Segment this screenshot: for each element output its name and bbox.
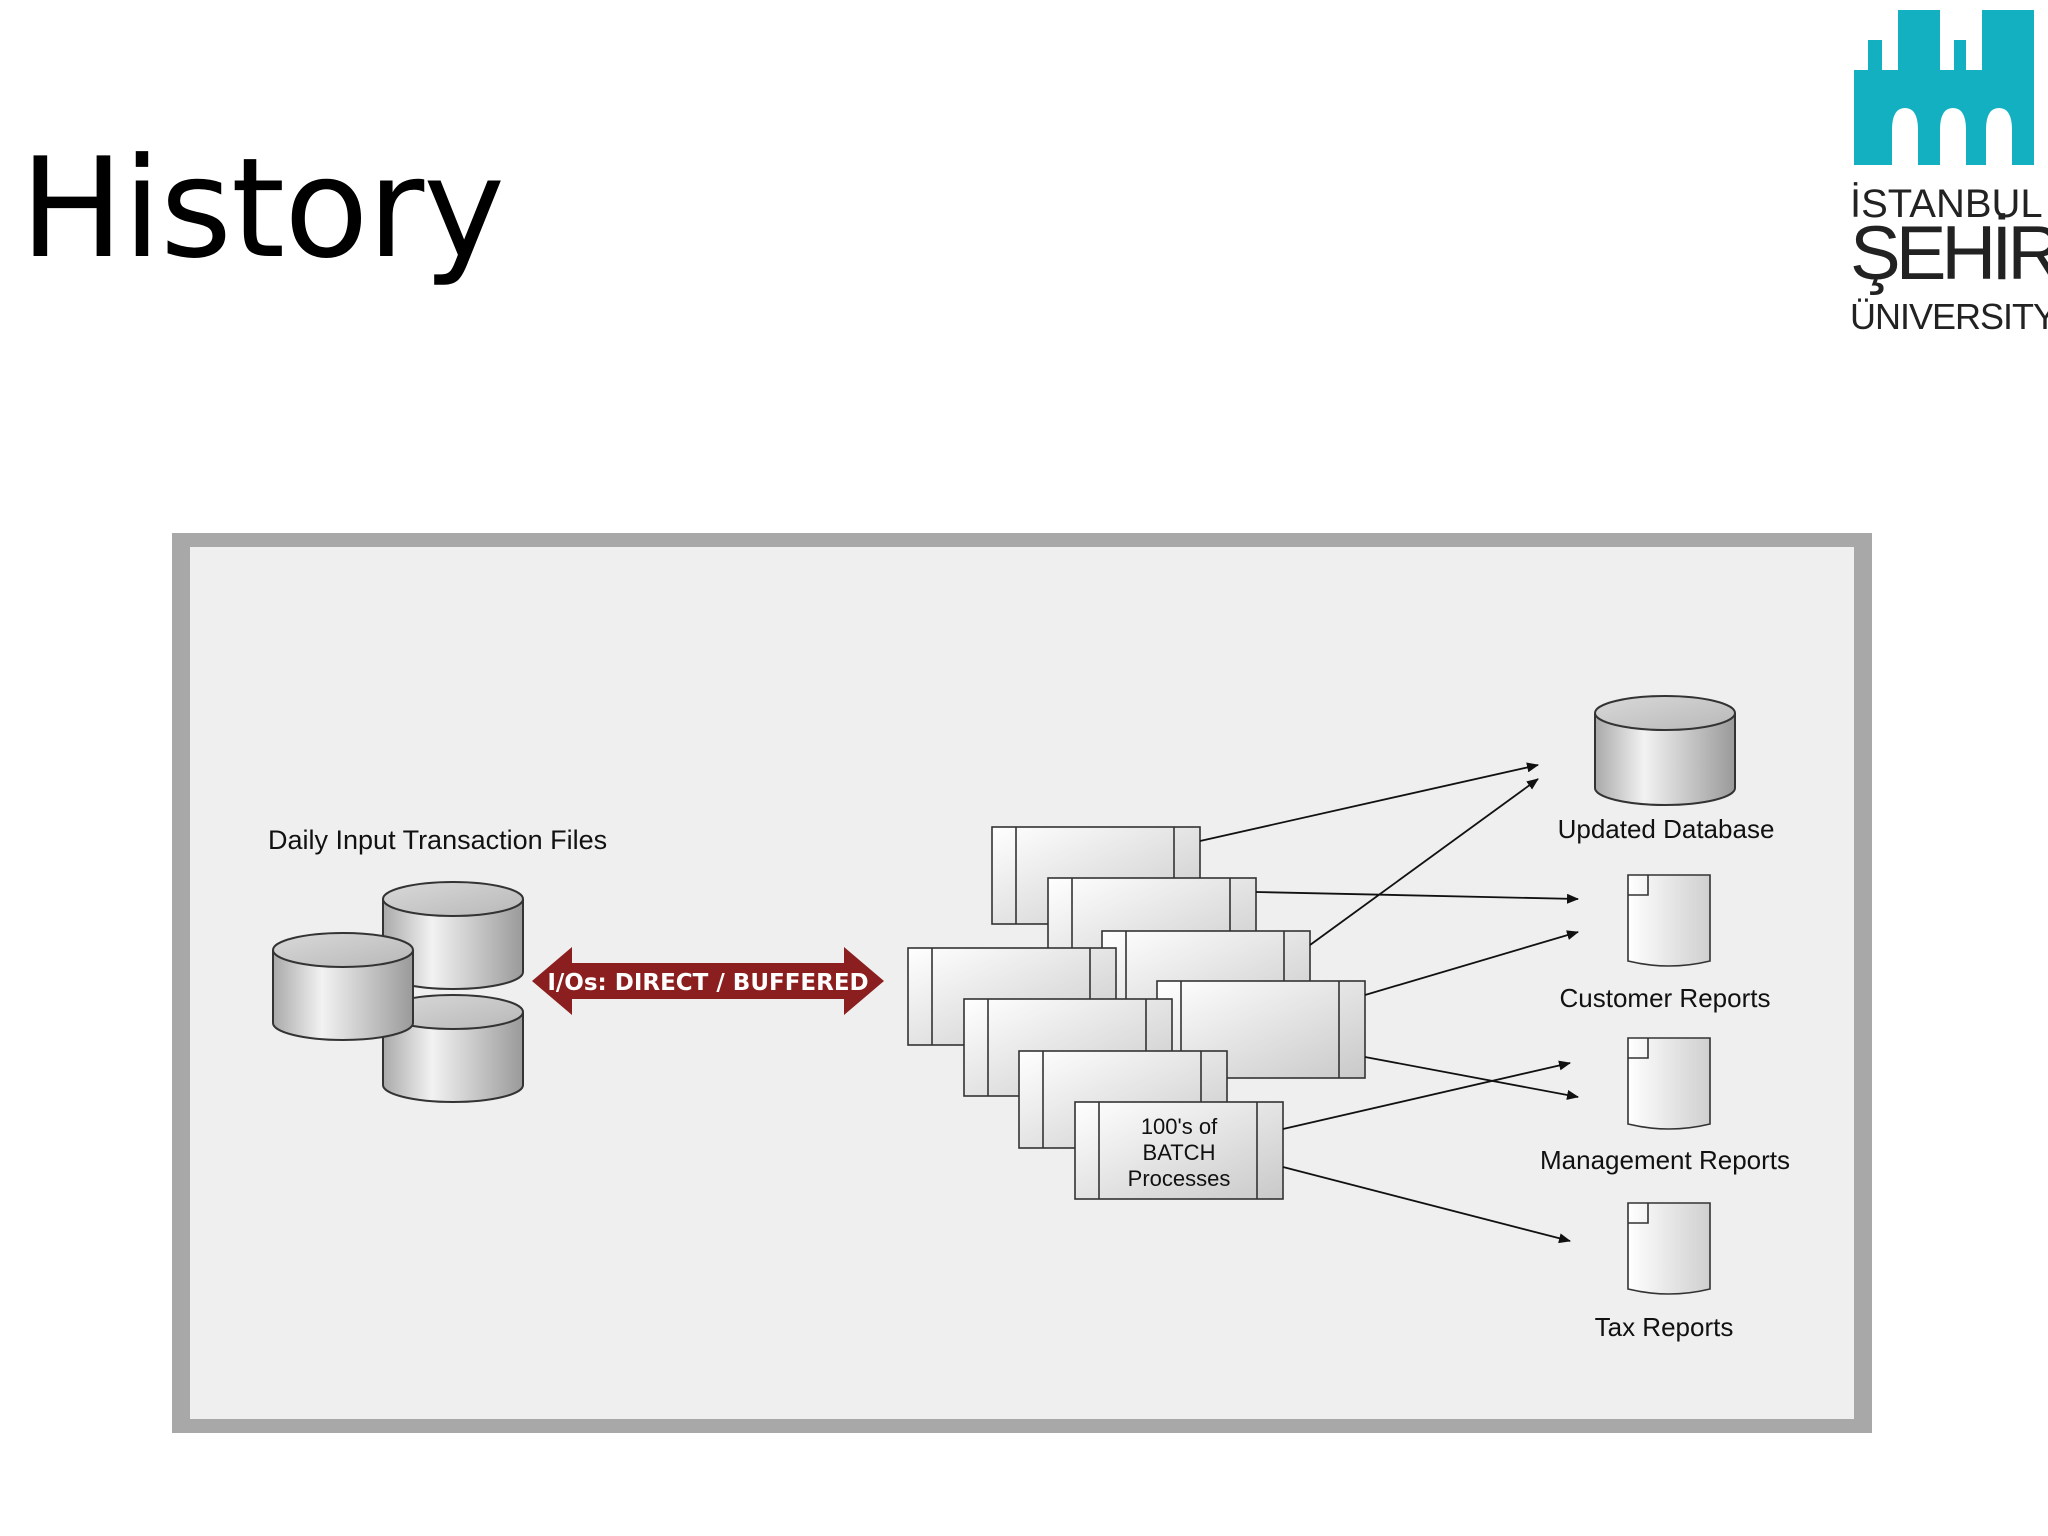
tax-report-document xyxy=(1627,1202,1711,1295)
university-logo: İSTANBUL ŞEHİR ÜNIVERSITY xyxy=(1850,10,2048,340)
batch-label-line1: 100's of xyxy=(1141,1114,1218,1139)
university-logo-mark xyxy=(1854,10,2034,165)
input-cylinder-top xyxy=(382,881,524,990)
batch-processing-figure: Daily Input Transaction Files I/Os: DIRE… xyxy=(172,533,1872,1433)
batch-label-line2: BATCH xyxy=(1143,1140,1216,1165)
logo-line-university: ÜNIVERSITY xyxy=(1850,296,2048,337)
batch-processing-diagram: Daily Input Transaction Files I/Os: DIRE… xyxy=(268,695,1790,1342)
output-arrows xyxy=(1199,762,1579,1244)
logo-line-sehir: ŞEHİR xyxy=(1850,211,2048,296)
io-arrow-label: I/Os: DIRECT / BUFFERED xyxy=(547,970,868,996)
figure-panel: Daily Input Transaction Files I/Os: DIRE… xyxy=(190,547,1854,1419)
customer-report-document xyxy=(1627,874,1711,967)
updated-database-label: Updated Database xyxy=(1558,814,1775,844)
logo-line-istanbul: İSTANBUL xyxy=(1850,182,2043,226)
input-files-label: Daily Input Transaction Files xyxy=(268,825,607,855)
customer-reports-label: Customer Reports xyxy=(1560,983,1771,1013)
input-cylinder-left xyxy=(272,932,414,1041)
io-double-arrow xyxy=(532,947,884,1015)
batch-label-line3: Processes xyxy=(1128,1166,1231,1191)
input-cylinder-bottom xyxy=(382,994,524,1103)
updated-database-cylinder xyxy=(1594,695,1736,806)
tax-reports-label: Tax Reports xyxy=(1595,1312,1734,1342)
batch-process-card-front xyxy=(1074,1101,1284,1200)
management-reports-label: Management Reports xyxy=(1540,1145,1790,1175)
slide-title: History xyxy=(20,128,505,289)
management-report-document xyxy=(1627,1037,1711,1130)
